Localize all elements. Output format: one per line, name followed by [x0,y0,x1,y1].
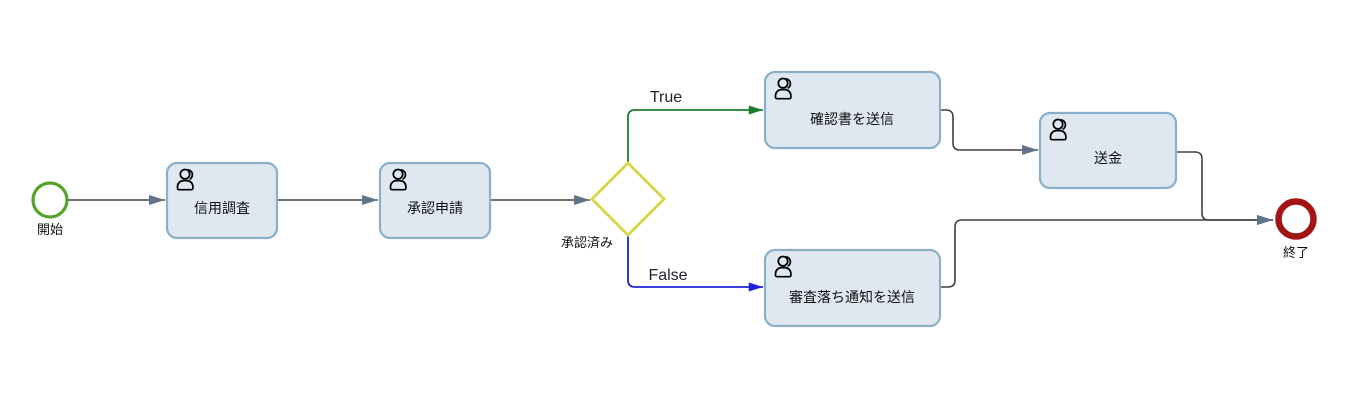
task-approval-request-shape[interactable] [378,161,492,240]
task-transfer-money-shape[interactable] [1038,111,1178,190]
gateway-approved[interactable]: 承認済み [561,160,667,250]
flow-label-false: False [648,267,687,284]
task-credit-check-shape[interactable] [165,161,279,240]
start-event-circle[interactable] [31,181,69,219]
flow-rejection-to-end[interactable] [940,215,1273,288]
task-send-confirmation-shape[interactable] [763,70,942,150]
start-event-label: 開始 [37,222,63,237]
gateway-approved-label: 承認済み [561,235,613,250]
task-send-rejection[interactable]: 審査落ち通知を送信 [763,248,942,328]
task-approval-request-label: 承認申請 [407,200,463,216]
flow-transfer-to-end[interactable] [1176,151,1273,225]
end-event-label: 終了 [1283,245,1309,260]
end-event-node[interactable]: 終了 [1275,198,1317,261]
start-event-node[interactable]: 開始 [31,181,69,237]
task-approval-request[interactable]: 承認申請 [378,161,492,240]
task-send-confirmation[interactable]: 確認書を送信 [763,70,942,150]
flow-label-true: True [650,89,682,106]
task-transfer-money[interactable]: 送金 [1038,111,1178,190]
end-event-circle[interactable] [1275,198,1317,240]
flow-true-branch[interactable] [627,105,763,163]
flow-confirmation-to-transfer[interactable] [940,109,1038,155]
gateway-approved-shape[interactable] [589,160,667,238]
task-send-rejection-label: 審査落ち通知を送信 [789,289,915,305]
flow-false-branch[interactable] [627,235,763,292]
task-send-rejection-shape[interactable] [763,248,942,328]
task-transfer-money-label: 送金 [1094,150,1122,166]
task-send-confirmation-label: 確認書を送信 [810,111,894,127]
task-credit-check[interactable]: 信用調査 [165,161,279,240]
task-credit-check-label: 信用調査 [194,200,250,216]
